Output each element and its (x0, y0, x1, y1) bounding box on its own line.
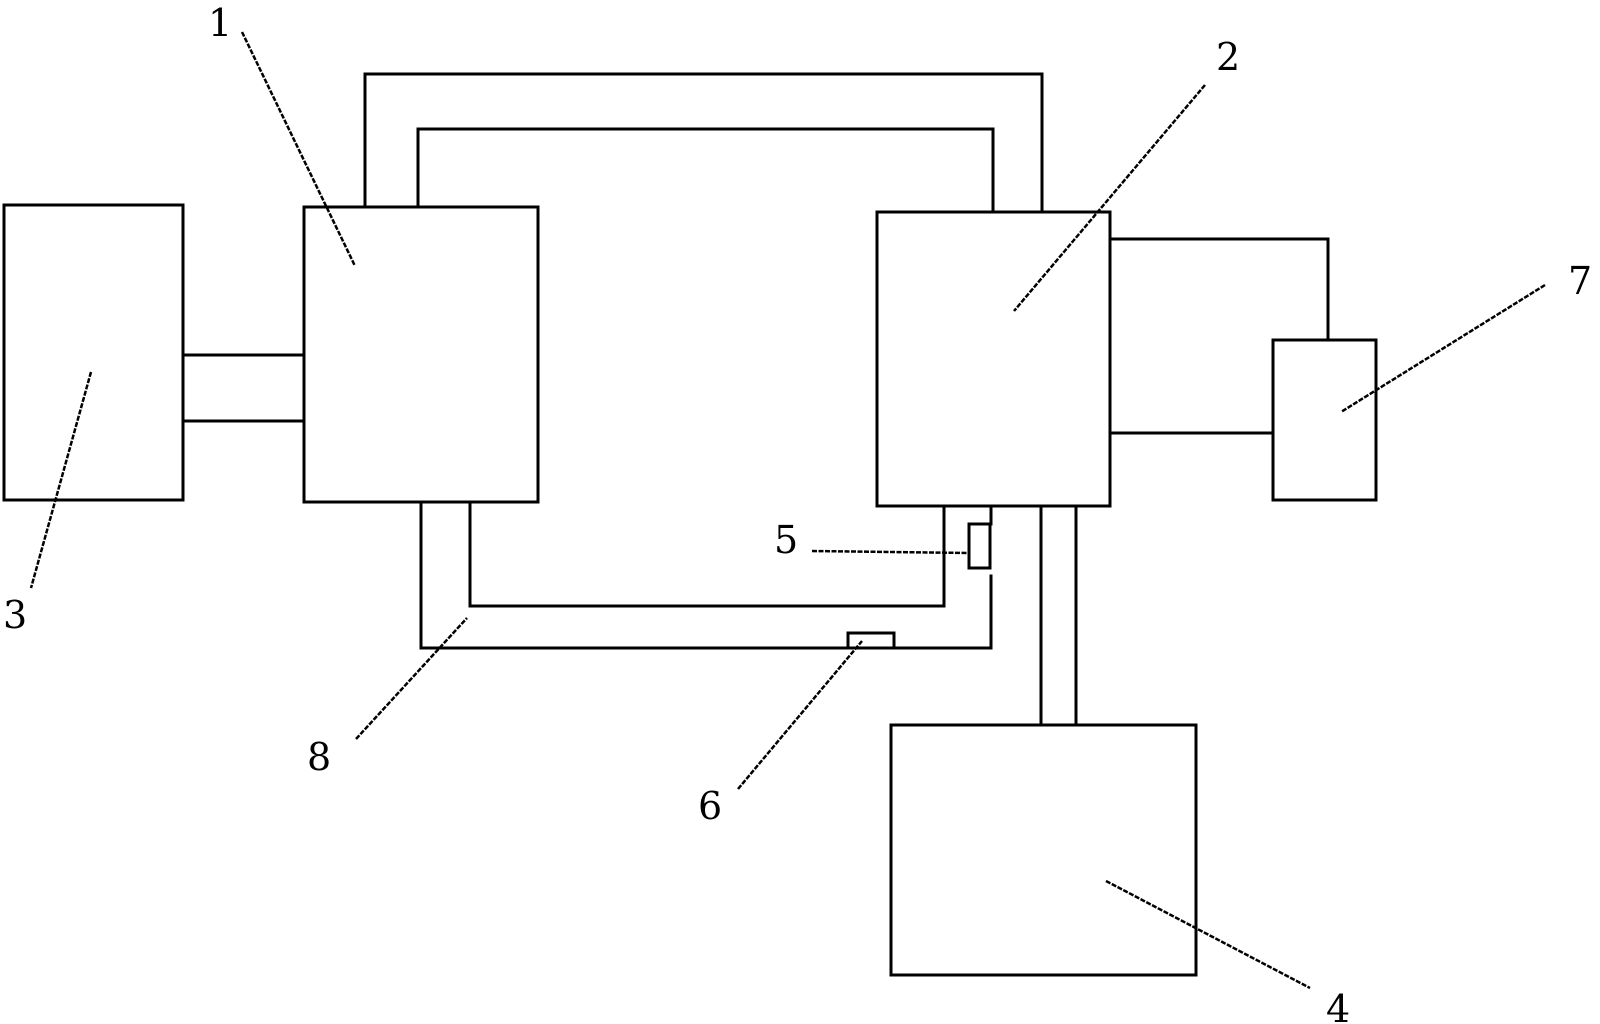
label-6: 6 (698, 784, 722, 828)
component-5-sensor (967, 522, 992, 570)
components (2, 203, 1378, 977)
label-2: 2 (1216, 35, 1240, 79)
bottom-inner-pipe (468, 500, 946, 608)
leader-6 (737, 640, 863, 790)
leader-lines (29, 31, 1546, 990)
label-3: 3 (3, 593, 27, 637)
leader-5 (811, 549, 970, 555)
connections (181, 72, 1330, 727)
leader-1 (240, 31, 357, 267)
top-inner-pipe (416, 127, 995, 214)
top-outer-pipe (363, 72, 1044, 214)
leader-4 (1105, 879, 1311, 990)
label-8: 8 (307, 735, 331, 779)
component-3-box (2, 203, 185, 502)
leader-7 (1340, 283, 1546, 414)
leader-3 (29, 371, 93, 589)
component-4-box (889, 723, 1198, 977)
component-7-box (1271, 338, 1378, 502)
leader-8 (355, 617, 468, 740)
component-1-box (302, 205, 540, 504)
component-6-valve (846, 631, 896, 650)
label-7: 7 (1568, 259, 1592, 303)
component-2-box (875, 210, 1112, 508)
reference-numerals: 1 2 3 4 5 6 7 8 (3, 1, 1592, 1024)
bottom-outer-pipe (419, 500, 993, 650)
label-5: 5 (774, 518, 798, 562)
leader-2 (1013, 84, 1206, 312)
label-4: 4 (1326, 987, 1350, 1024)
label-1: 1 (208, 1, 232, 45)
pipe-2-7-upper (1108, 237, 1330, 342)
